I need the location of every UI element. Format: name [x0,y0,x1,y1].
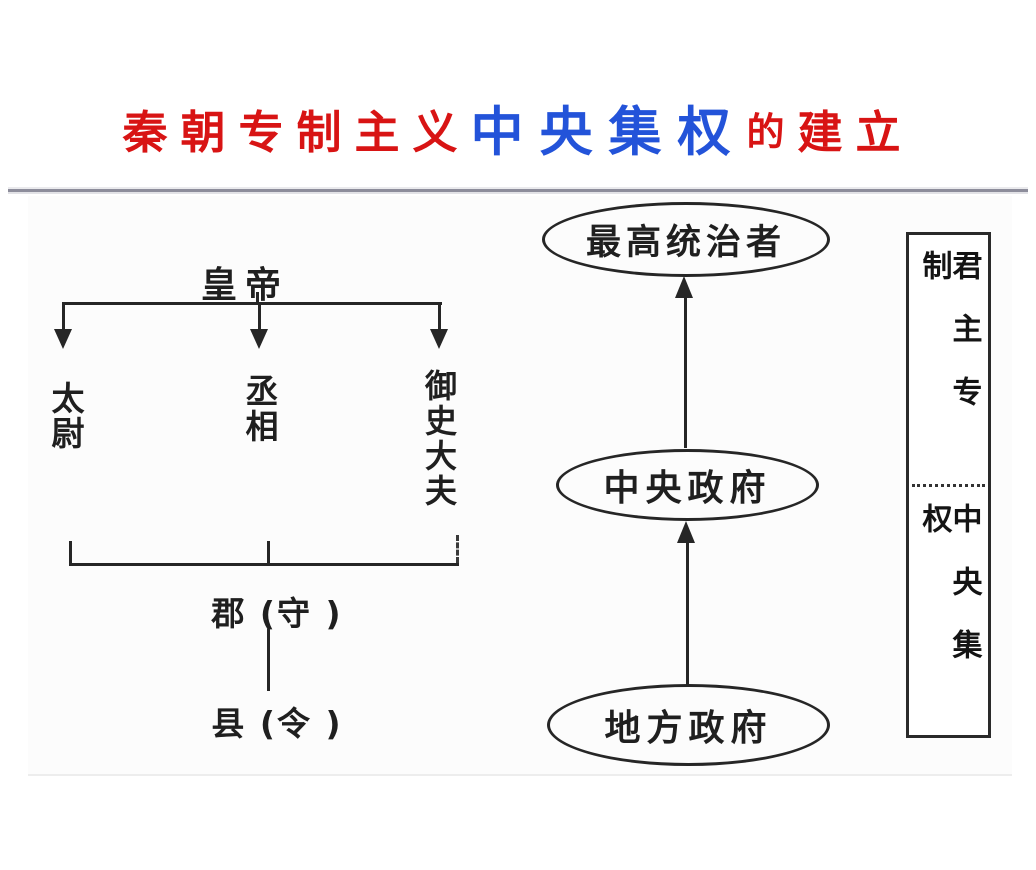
emperor-stub-line [256,292,259,303]
bracket-horizontal-line [69,563,459,566]
node-supreme-ruler: 最高统治者 [542,202,830,277]
bracket-tick-right [456,535,459,563]
node-central-government: 中央政府 [556,449,819,521]
scanned-diagram-background [28,196,1012,776]
side-box-dotted-divider [912,484,985,487]
title-part-red-3: 建立 [797,105,914,159]
monarchy-autocracy-label: 君主专制 [916,250,982,439]
prefecture-county-connector-line [267,629,270,691]
arrowhead-up-top [675,276,693,298]
emperor-label: 皇帝 [200,265,289,306]
county-label: 县 (令 ) [211,704,343,743]
title-part-red-2: 的 [746,110,798,154]
bracket-tick-left [69,541,72,563]
arrowhead-down-center [250,329,268,349]
official-yushidafu-label: 御史大夫 [420,369,458,509]
title-underline [8,189,1028,192]
page-title: 秦朝专制主义 中央集权 的 建立 [0,96,1036,168]
branch-drop-line-left [62,303,65,331]
arrowhead-up-bottom [677,521,695,543]
concept-side-box: 君主专制 中央集权 [906,232,991,738]
flow-arrow-line-bottom [686,542,689,685]
branch-horizontal-line [62,302,442,305]
side-box-bottom-section: 中央集权 [909,488,988,738]
branch-drop-line-center [258,303,261,331]
centralization-label: 中央集权 [916,503,982,692]
title-part-red-1: 秦朝专制主义 [122,105,471,159]
branch-drop-line-right [438,303,441,331]
side-box-top-section: 君主专制 [909,235,988,485]
title-part-blue: 中央集权 [470,101,747,163]
node-supreme-ruler-label: 最高统治者 [585,223,786,263]
node-central-government-label: 中央政府 [603,468,772,509]
node-local-government-label: 地方政府 [604,708,773,749]
node-local-government: 地方政府 [547,684,830,766]
arrowhead-down-right [430,329,448,349]
bracket-tick-center [267,541,270,563]
flow-arrow-line-top [684,297,687,448]
arrowhead-down-left [54,329,72,349]
official-chengxiang-label: 丞相 [240,374,279,444]
official-taiwei-label: 太尉 [46,381,85,451]
prefecture-label: 郡 (守 ) [211,594,343,633]
